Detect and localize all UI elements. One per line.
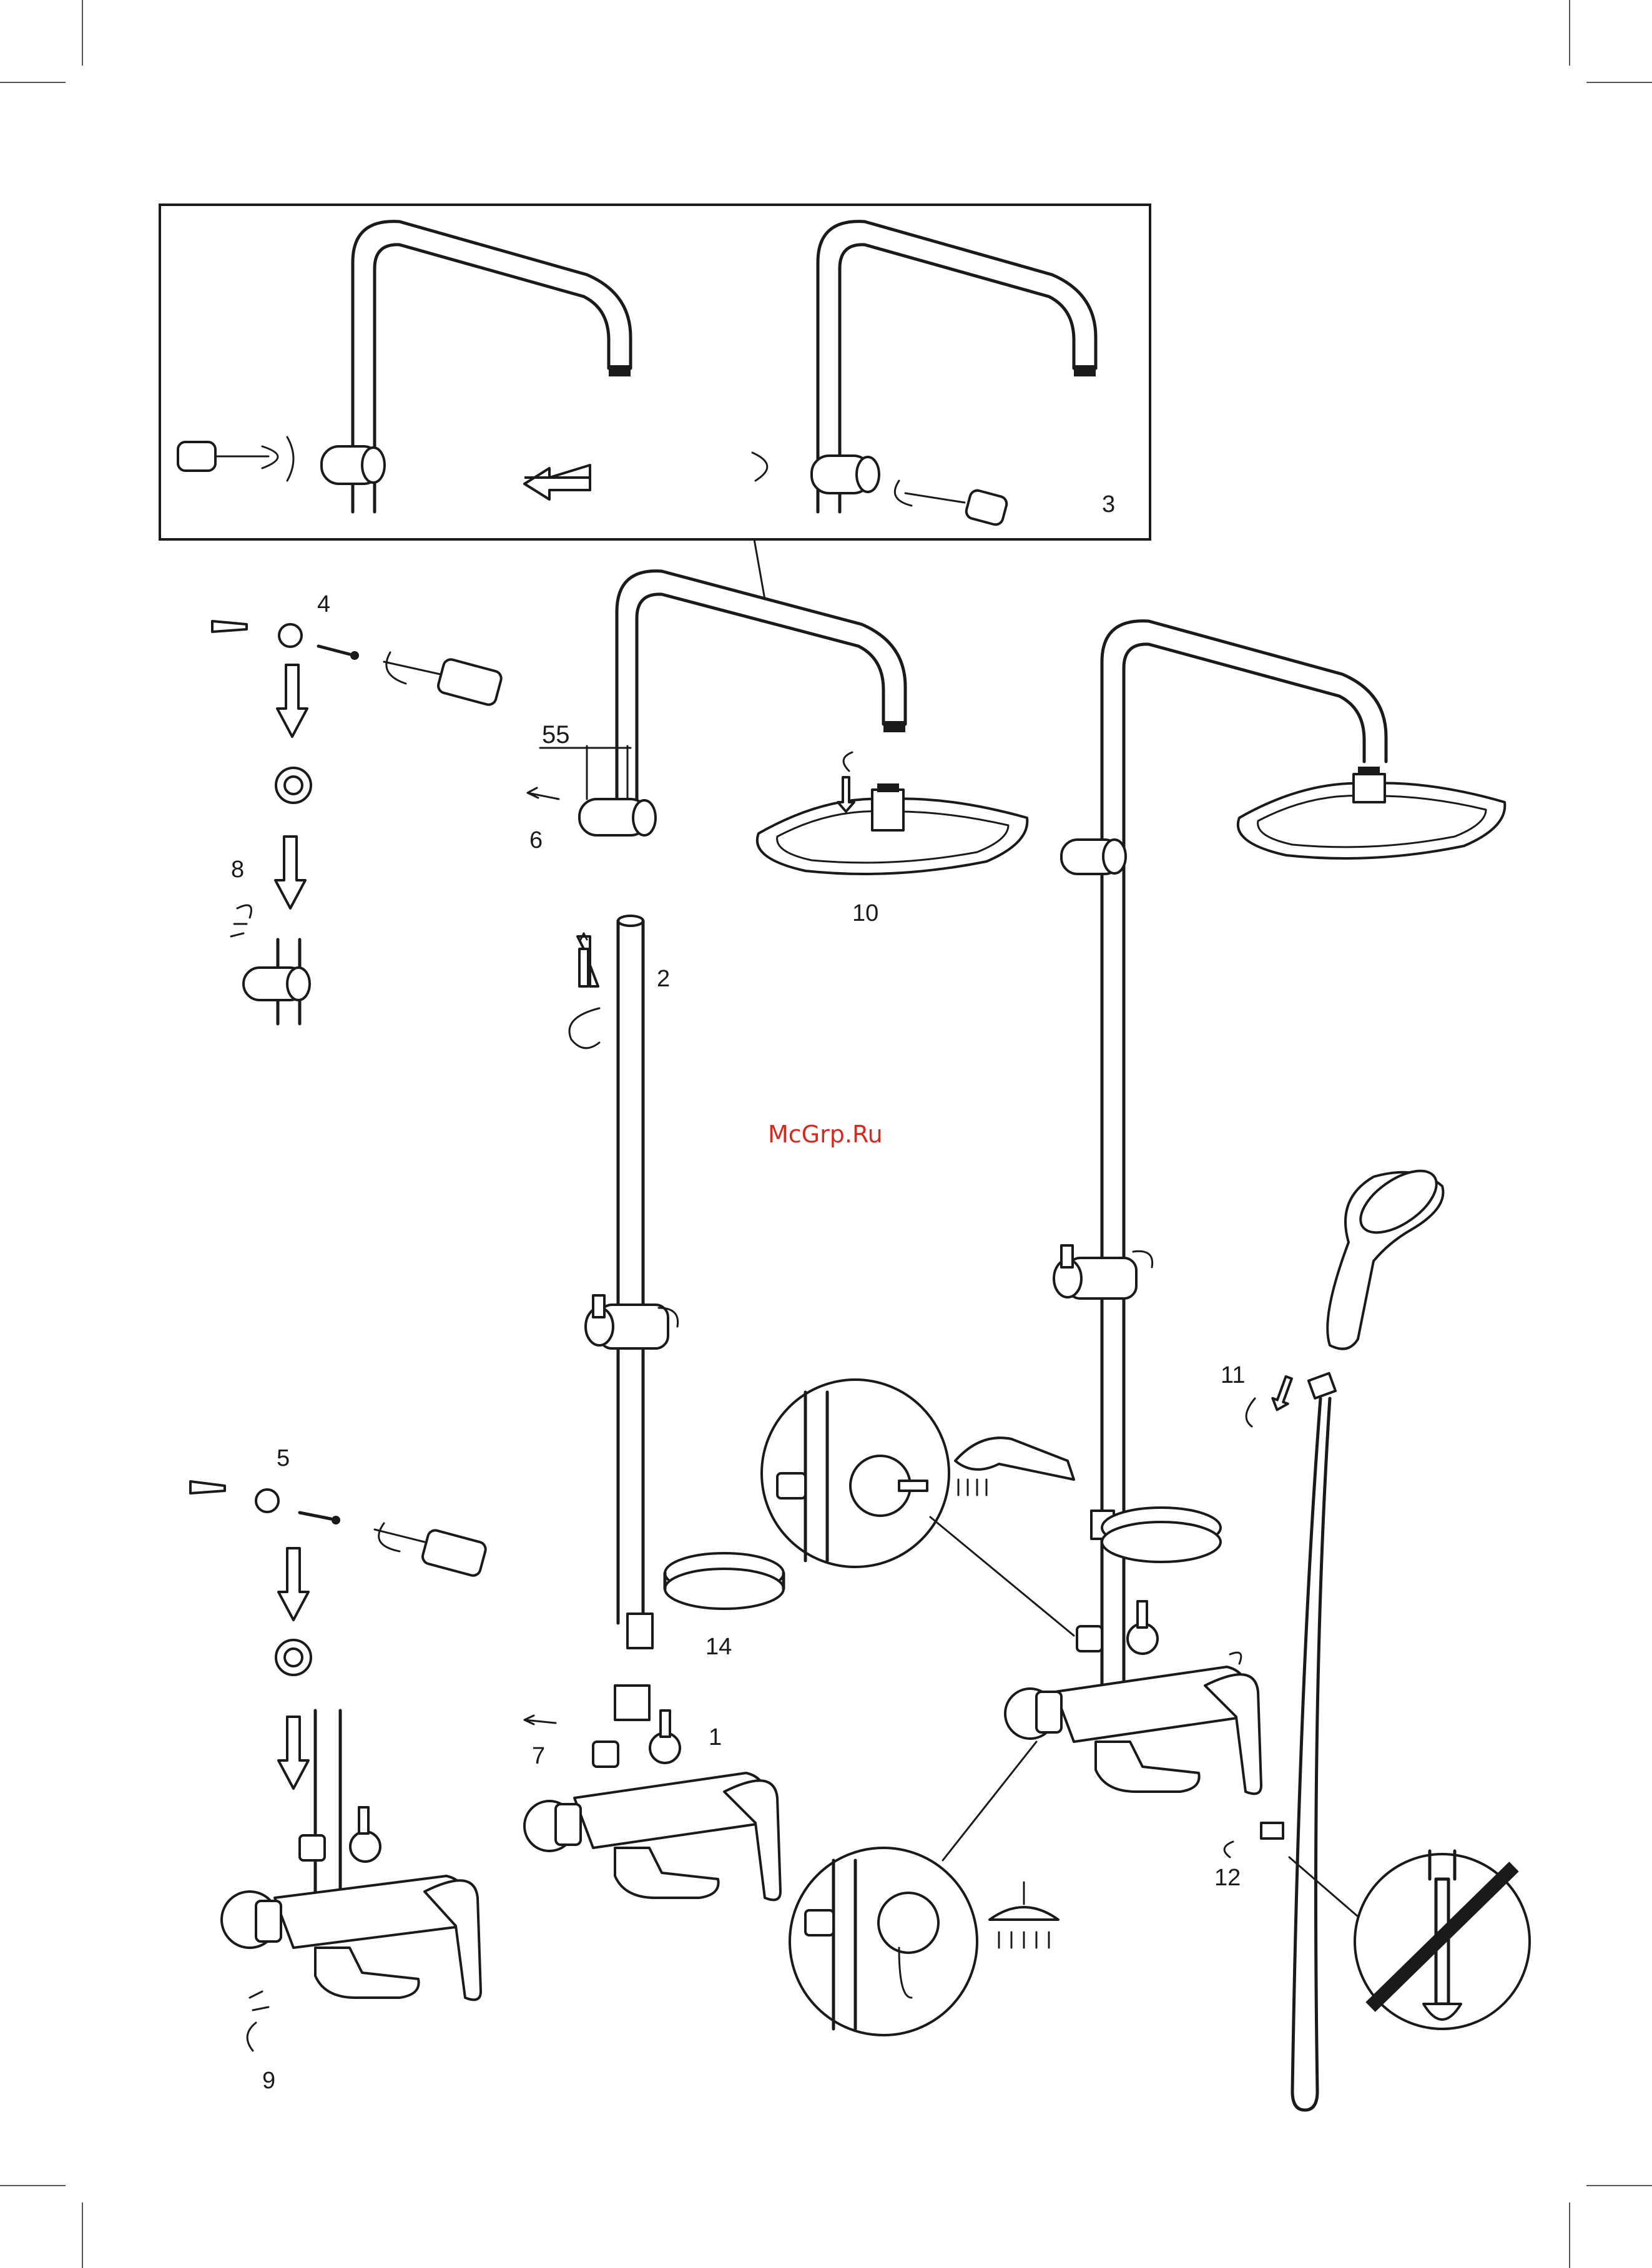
leader-line (754, 539, 765, 599)
step-2-label: 2 (657, 966, 670, 992)
step-1-label: 1 (709, 1724, 722, 1750)
mixer-step-1 (524, 1686, 780, 1900)
wall-mount-kit-step-4 (212, 621, 503, 1024)
step-8-label: 8 (231, 857, 244, 883)
detail-circle-upper (762, 1380, 1074, 1636)
inset-box-step-3 (160, 205, 1150, 539)
step-11-label: 11 (1221, 1362, 1245, 1388)
riser-pipe-step-2 (569, 916, 678, 1648)
step-12-label: 12 (1214, 1865, 1241, 1891)
step-9-label: 9 (262, 2068, 275, 2094)
step-7-label: 7 (532, 1743, 545, 1769)
dimension-55-label: 55 (542, 721, 570, 749)
watermark-text: McGrp.Ru (768, 1121, 883, 1148)
step-10-label: 10 (852, 900, 878, 926)
soap-ring-step-14 (665, 1553, 784, 1609)
detail-circle-lower (790, 1742, 1058, 2035)
step-5-label: 5 (277, 1445, 290, 1471)
step-3-label: 3 (1102, 491, 1115, 518)
head-shower-step-10 (757, 752, 1027, 874)
no-wrench-symbol (1289, 1851, 1530, 2029)
mixer-step-9 (222, 1711, 481, 2051)
step-4-label: 4 (317, 591, 330, 617)
step-6-label: 6 (529, 827, 543, 853)
step-14-label: 14 (706, 1634, 732, 1660)
